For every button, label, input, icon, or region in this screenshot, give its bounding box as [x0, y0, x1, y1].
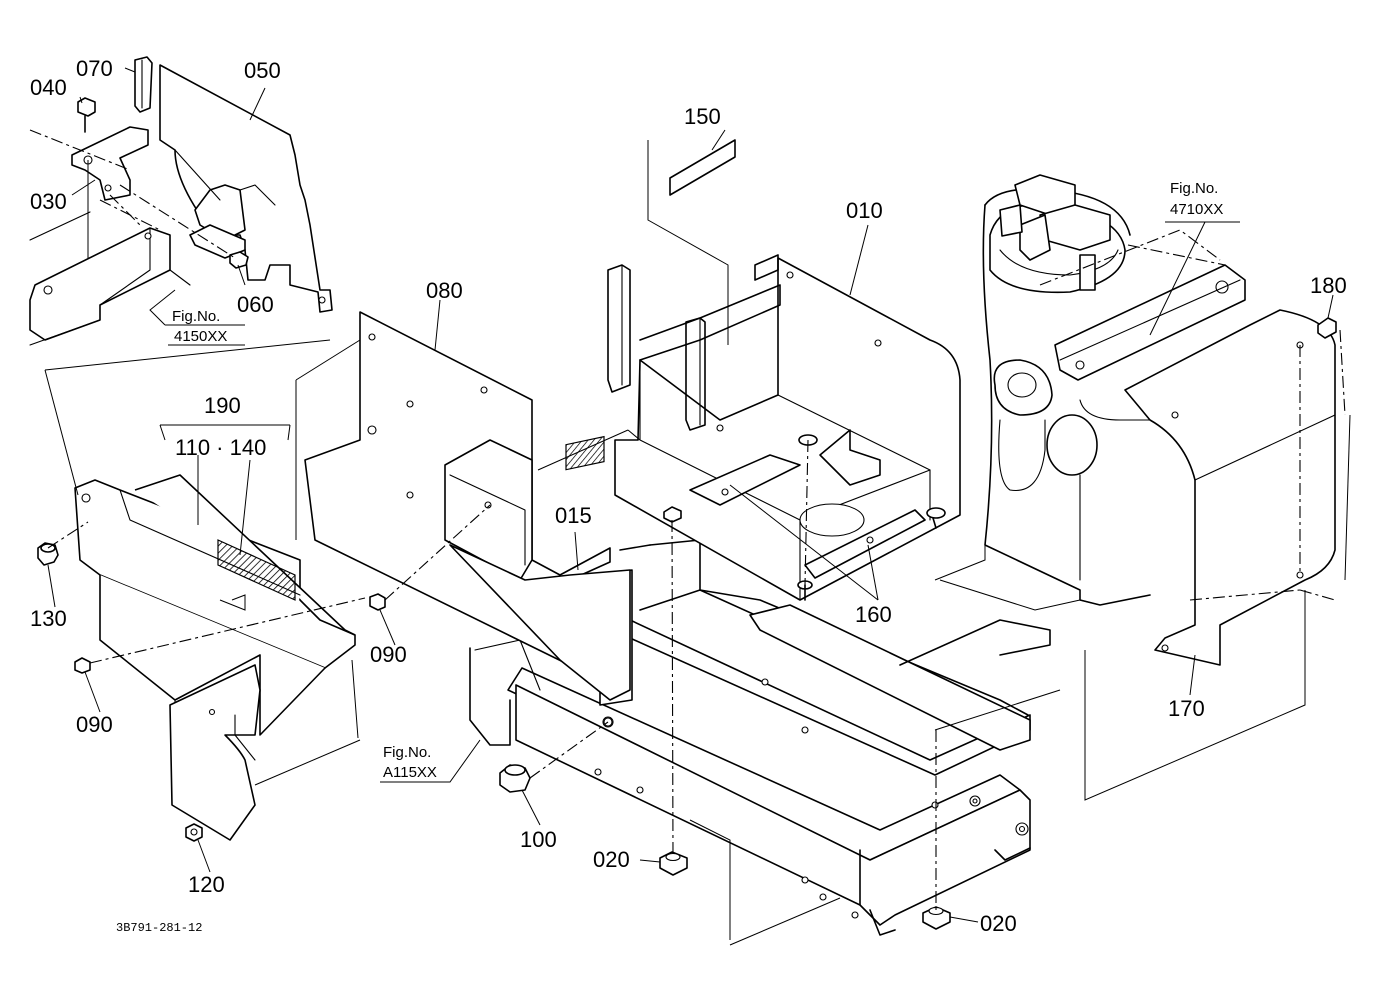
- label-080: 080: [426, 278, 463, 303]
- label-170: 170: [1168, 696, 1205, 721]
- callout-leaders: [47, 67, 1334, 923]
- fig-ref-4150-number: 4150XX: [174, 328, 227, 345]
- plate-050: [159, 64, 333, 313]
- strip-070: [134, 56, 153, 113]
- label-190: 190: [204, 393, 241, 418]
- fuel-tank-assembly: [982, 174, 1337, 666]
- label-130: 130: [30, 606, 67, 631]
- side-cover-190: [74, 474, 356, 841]
- label-120: 120: [188, 872, 225, 897]
- label-090-left: 090: [76, 712, 113, 737]
- label-020-left: 020: [593, 847, 630, 872]
- fig-ref-4710-number: 4710XX: [1170, 201, 1223, 218]
- fig-ref-4710-prefix: Fig.No.: [1170, 180, 1218, 197]
- battery-tray-010: [607, 254, 961, 601]
- label-010: 010: [846, 198, 883, 223]
- label-090-mid: 090: [370, 642, 407, 667]
- fasteners: [37, 251, 951, 930]
- label-100: 100: [520, 827, 557, 852]
- label-070: 070: [76, 56, 113, 81]
- label-180: 180: [1310, 273, 1347, 298]
- fig-ref-a115-number: A115XX: [383, 764, 437, 781]
- fig-ref-a115-prefix: Fig.No.: [383, 744, 431, 761]
- label-015: 015: [555, 503, 592, 528]
- part-labels: 010 015 020 020 030 040 050 060 070 080 …: [30, 56, 1347, 936]
- label-030: 030: [30, 189, 67, 214]
- label-020-right: 020: [980, 911, 1017, 936]
- document-code: 3B791-281-12: [116, 921, 202, 935]
- label-040: 040: [30, 75, 67, 100]
- label-060: 060: [237, 292, 274, 317]
- reference-lines: [29, 129, 1346, 910]
- label-150: [647, 139, 736, 345]
- figure-references: Fig.No. 4150XX Fig.No. 4710XX Fig.No. A1…: [168, 180, 1223, 781]
- leader-lines: [44, 339, 1351, 946]
- label-160: 160: [855, 602, 892, 627]
- cover-080: [304, 311, 633, 727]
- label-110-140: 110 · 140: [175, 435, 266, 460]
- label-050: 050: [244, 58, 281, 83]
- fig-ref-4150-prefix: Fig.No.: [172, 308, 220, 325]
- pedestal-4150XX: [29, 211, 191, 346]
- label-150: 150: [684, 104, 721, 129]
- bracket-030: [71, 97, 149, 270]
- frame-assembly: [469, 539, 1051, 936]
